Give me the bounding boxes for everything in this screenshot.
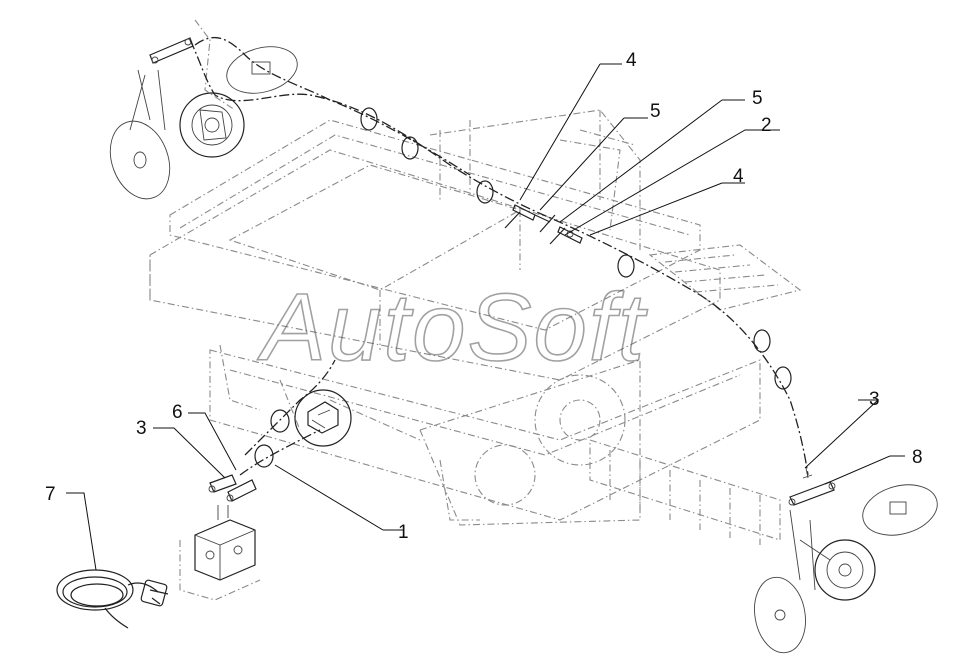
- valve-block: [179, 505, 261, 601]
- callout-6: 6: [172, 402, 183, 423]
- leader-lines: [66, 63, 905, 571]
- callout-8: 8: [912, 447, 923, 468]
- hydraulic-cylinders: [788, 467, 836, 506]
- hose-clamps: [254, 107, 792, 468]
- callout-3-left: 3: [136, 418, 147, 439]
- watermark: AutoSoft: [257, 274, 648, 381]
- callout-numbers: 1 2 3 3 4 4 5 5 6 7 8: [45, 50, 923, 543]
- machine-frame: [149, 109, 802, 545]
- hydraulic-hoses: [189, 36, 809, 476]
- wiring-harness: [56, 569, 169, 629]
- callout-3-right: 3: [869, 389, 880, 410]
- callout-5-right: 5: [752, 88, 763, 109]
- callout-4-right: 4: [733, 166, 744, 187]
- hose-couplings: [504, 204, 583, 245]
- hose-fittings-left: [208, 474, 257, 502]
- left-marker-disc-assembly: [109, 19, 298, 200]
- callout-2: 2: [761, 115, 772, 136]
- callout-1: 1: [398, 522, 409, 543]
- callout-7: 7: [45, 484, 56, 505]
- right-marker-disc-assembly: [754, 484, 938, 654]
- callout-4-top: 4: [626, 50, 637, 71]
- sensor-detail: [294, 389, 352, 447]
- callout-5-left: 5: [650, 101, 661, 122]
